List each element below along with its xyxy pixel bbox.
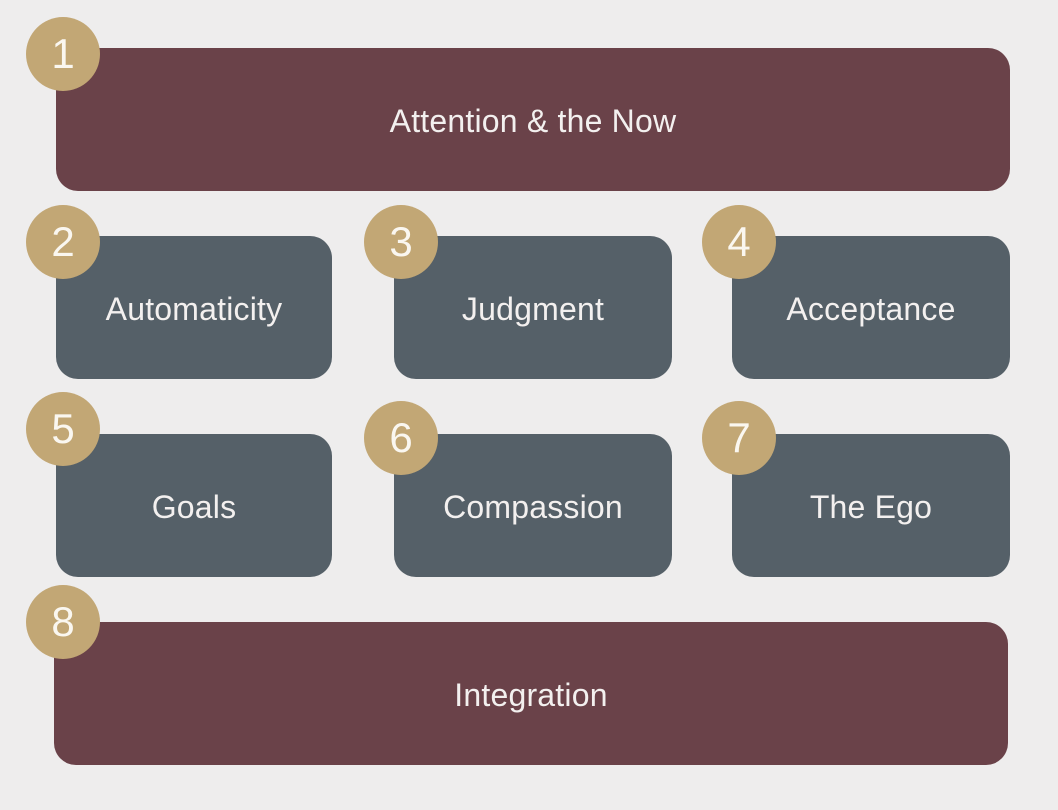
module-card-the-ego: The Ego [732,434,1010,577]
module-card-goals: Goals [56,434,332,577]
module-number-badge: 5 [26,392,100,466]
module-card-compassion: Compassion [394,434,672,577]
module-card-automaticity: Automaticity [56,236,332,379]
module-label: Compassion [443,489,623,525]
module-number-badge: 4 [702,205,776,279]
module-number-badge: 7 [702,401,776,475]
module-number-badge: 2 [26,205,100,279]
module-label: Integration [454,677,608,713]
module-label: Automaticity [105,291,283,327]
module-label: The Ego [809,489,933,525]
module-label: Goals [151,489,237,525]
module-label: Attention & the Now [389,103,677,139]
module-card-attention: Attention & the Now [56,48,1010,191]
module-number-badge: 8 [26,585,100,659]
module-card-judgment: Judgment [394,236,672,379]
module-label: Judgment [461,291,605,327]
module-number-badge: 1 [26,17,100,91]
module-number-badge: 6 [364,401,438,475]
module-card-integration: Integration [54,622,1008,765]
module-card-acceptance: Acceptance [732,236,1010,379]
module-label: Acceptance [786,291,956,327]
module-number-badge: 3 [364,205,438,279]
